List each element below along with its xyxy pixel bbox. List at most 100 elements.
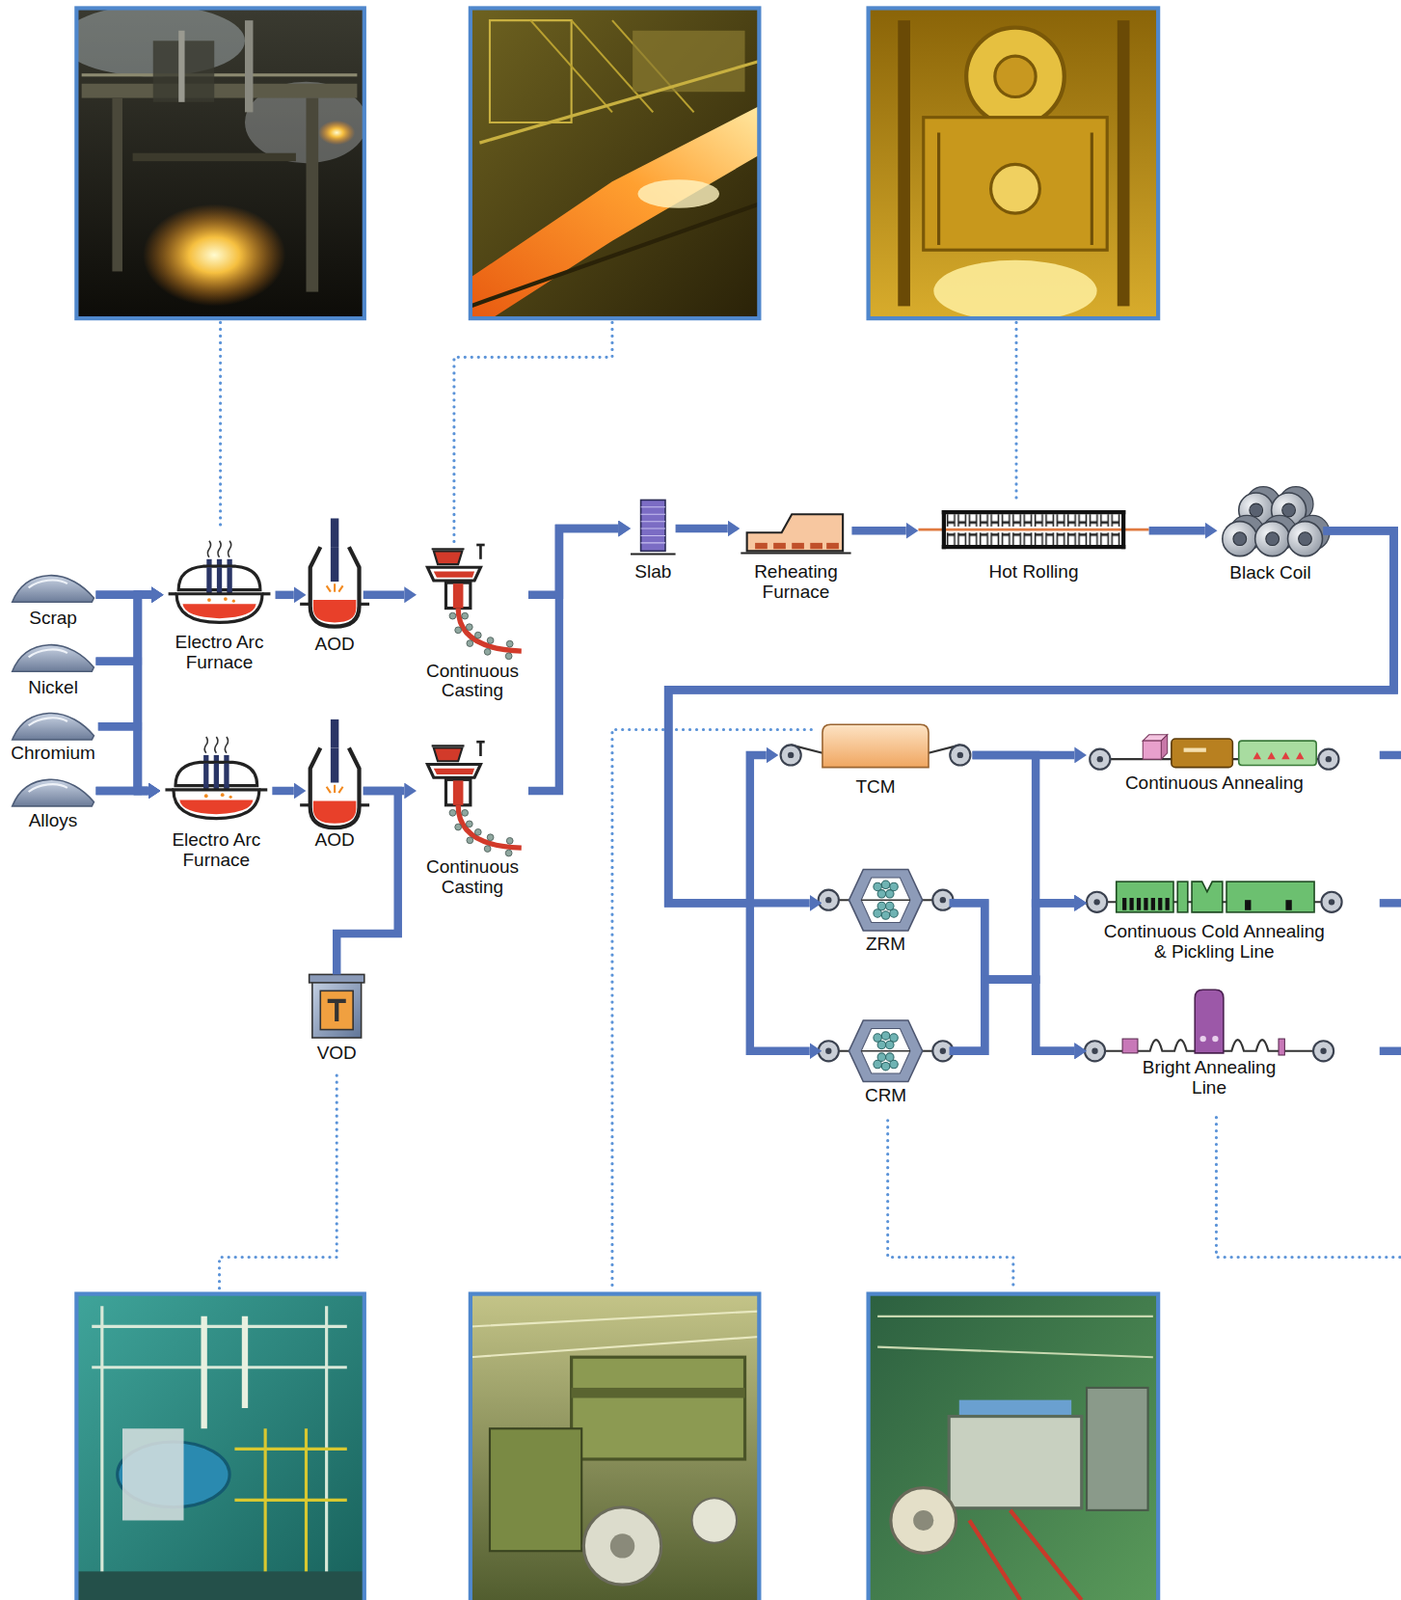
step-label: AOD (315, 634, 355, 655)
process-step: Black Coil (1217, 487, 1324, 584)
photo-frame (470, 1293, 759, 1600)
material-pile (12, 713, 95, 741)
reheating-furnace-icon (791, 542, 805, 549)
reheating-furnace-icon (740, 551, 851, 554)
flow-connector (949, 902, 1076, 979)
vod-photo (204, 1316, 245, 1428)
flow-connector (972, 754, 1076, 903)
annealing-line-icon (1184, 748, 1207, 753)
reheating-furnace-icon (747, 513, 843, 551)
reheating-furnace-icon (826, 542, 839, 549)
crm-photo (969, 1509, 1081, 1600)
rolling-mill-photo (933, 260, 1097, 319)
vod-photo (76, 1293, 364, 1600)
material-pile (12, 779, 95, 807)
vod-photo (91, 1305, 348, 1600)
vod-icon (309, 973, 365, 982)
process-step: Electro Arc Furnace (160, 736, 272, 871)
exit-bar (1379, 751, 1401, 759)
process-step: Continuous Casting (416, 748, 529, 898)
pickling-line-icon (1116, 881, 1174, 913)
flow-connector (336, 790, 398, 974)
photo-frame (868, 7, 1159, 319)
step-label: Hot Rolling (989, 562, 1079, 583)
rolling-mill-photo (966, 27, 1065, 127)
process-step: Continuous Cold Annealing & Pickling Lin… (1086, 877, 1343, 963)
casting-photo (470, 7, 759, 319)
hot-rolling-icon (945, 532, 1122, 545)
furnace-icon (164, 736, 268, 819)
casting-photo (489, 20, 572, 123)
process-step: Bright Annealing Line (1086, 987, 1332, 1099)
furnace-photo (318, 120, 355, 145)
tcm-icon (781, 724, 971, 767)
slab-icon (641, 499, 666, 551)
bright-annealing-icon (1122, 1038, 1138, 1053)
tcm-photo (571, 1387, 746, 1399)
furnace-photo (142, 204, 286, 307)
flow-connector (528, 528, 619, 595)
flow-connector (275, 591, 295, 599)
pickling-line-icon (1086, 881, 1343, 913)
flow-connector (668, 530, 1394, 903)
tcm-photo (470, 1293, 759, 1600)
reheating-furnace-icon (740, 513, 851, 553)
flow-connector (363, 591, 405, 599)
hot-rolling-icon (917, 510, 1149, 549)
flow-connector (1149, 526, 1206, 535)
pickling-line-icon (1177, 881, 1188, 913)
casting-photo (470, 106, 759, 319)
furnace-photo (76, 7, 364, 319)
process-step: Electro Arc Furnace (163, 540, 276, 674)
crm-photo (868, 1293, 1159, 1600)
rolling-mill-photo (937, 133, 941, 245)
flow-connector (528, 528, 619, 791)
photo-leader (219, 322, 1401, 1290)
flow-connector (675, 524, 728, 533)
hot-rolling-icon (1121, 510, 1126, 549)
rolling-mill-photo (1117, 20, 1131, 306)
bright-annealing-icon (1212, 1035, 1218, 1042)
flow-connector (98, 726, 149, 791)
furnace-icon (168, 540, 271, 623)
pickling-line-icon (1285, 899, 1292, 911)
step-label: Continuous Casting (419, 857, 526, 898)
coil-stack-icon (1288, 514, 1330, 556)
casting-photo (470, 204, 759, 307)
process-step: Continuous Annealing (1086, 732, 1343, 794)
rolling-mill-photo (991, 163, 1041, 214)
flow-connector (949, 979, 1076, 1051)
photo-leader (888, 1120, 1014, 1291)
process-step: Slab (630, 499, 676, 582)
photo-frame (868, 1293, 1159, 1600)
photo-leader (454, 322, 613, 543)
flow-connector (668, 530, 1394, 903)
pickling-line-icon (1226, 881, 1315, 913)
exit-bar (1379, 898, 1401, 907)
mill-icon (818, 1020, 954, 1081)
step-label: Chromium (10, 743, 96, 764)
reheating-furnace-icon (754, 542, 768, 549)
vod-icon (312, 978, 362, 1038)
rolling-mill-photo (995, 55, 1036, 97)
bright-annealing-icon (1278, 1038, 1285, 1055)
hot-rolling-icon (942, 510, 946, 549)
furnace-photo (111, 98, 123, 272)
flow-connector (95, 786, 148, 795)
slab-icon (641, 507, 666, 543)
annealing-line-icon (1089, 734, 1339, 770)
step-label: Nickel (27, 677, 79, 699)
annealing-line-icon (1318, 749, 1339, 770)
step-label: Black Coil (1229, 563, 1311, 584)
material-pile (12, 645, 95, 673)
mill-icon (818, 868, 954, 930)
vod-icon (309, 973, 365, 1038)
tcm-photo (489, 1427, 582, 1551)
process-step: CRM (821, 1020, 949, 1106)
flow-connector (95, 594, 151, 791)
flow-connector (851, 526, 906, 535)
step-label: Reheating Furnace (742, 562, 849, 603)
photo-frame (470, 7, 759, 319)
process-step: Scrap (10, 573, 97, 629)
